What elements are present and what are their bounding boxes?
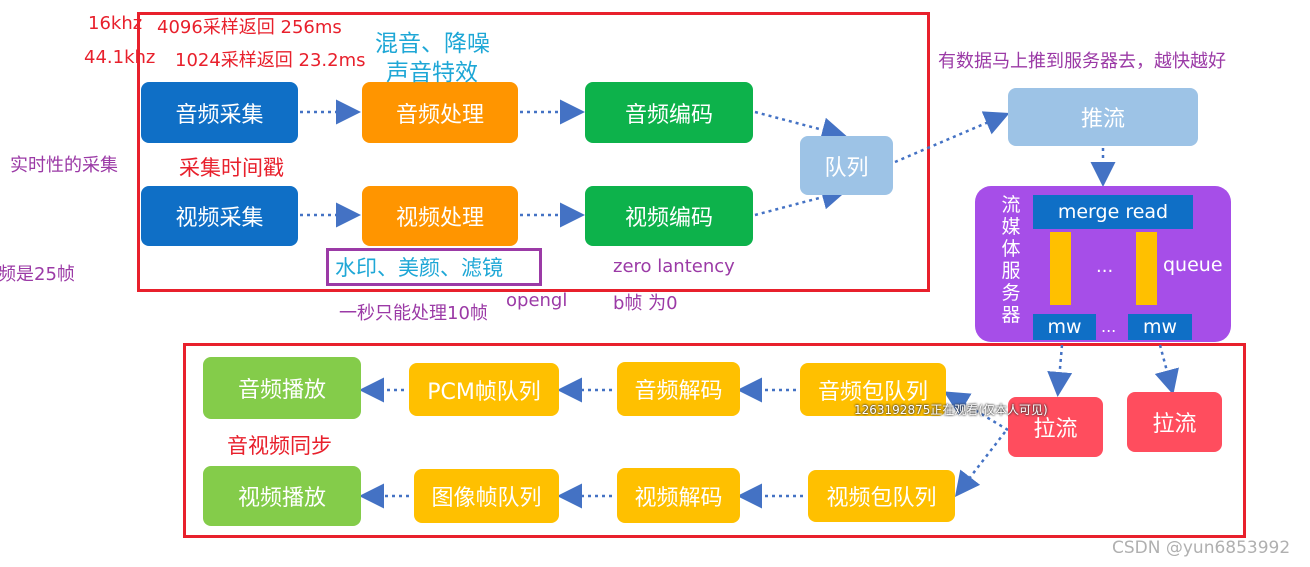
queue-bar-right <box>1136 232 1157 305</box>
audio-play-box: 音频播放 <box>203 357 361 419</box>
annotation-zero-latency: zero lantency <box>613 256 735 277</box>
queue-box: 队列 <box>800 136 893 195</box>
annotation-mix-denoise: 混音、降噪 <box>375 31 490 57</box>
server-label-char: 媒 <box>1001 216 1021 238</box>
merge-read-box: merge read <box>1033 195 1193 229</box>
viewer-overlay-notice: 1263192875正在观看(仅本人可见) <box>854 403 1048 417</box>
arrow-pull-to-audio-packet <box>943 391 1009 432</box>
annotation-opengl: opengl <box>506 290 568 311</box>
annotation-10fps: 一秒只能处理10帧 <box>339 303 488 324</box>
annotation-realtime-capture: 实时性的采集 <box>10 155 118 176</box>
video-play-box: 视频播放 <box>203 466 361 526</box>
audio-packet-queue-box: 音频包队列 <box>800 363 946 416</box>
image-queue-box: 图像帧队列 <box>414 469 559 523</box>
arrow-video-encode-to-queue <box>754 185 847 217</box>
video-decode-box: 视频解码 <box>617 468 740 523</box>
pull-stream-right-box: 拉流 <box>1127 392 1222 452</box>
annotation-capture-timestamp: 采集时间戳 <box>179 156 284 180</box>
annotation-av-sync: 音视频同步 <box>227 434 332 458</box>
mw-box-right: mw <box>1128 314 1192 340</box>
annotation-b-frames: b帧 为0 <box>613 293 678 314</box>
annotation-16khz: 16khz <box>88 13 143 34</box>
annotation-16khz-detail: 4096采样返回 256ms <box>157 17 342 38</box>
filter-highlight-frame <box>326 248 542 286</box>
push-stream-box: 推流 <box>1008 88 1198 146</box>
annotation-44khz: 44.1khz <box>84 47 156 68</box>
audio-decode-box: 音频解码 <box>617 362 740 416</box>
arrow-pull-to-video-packet <box>954 431 1006 497</box>
audio-encode-box: 音频编码 <box>585 82 753 143</box>
annotation-44khz-detail: 1024采样返回 23.2ms <box>175 50 366 71</box>
arrow-audio-encode-to-queue <box>754 110 847 142</box>
queue-bar-left <box>1050 232 1071 305</box>
audio-process-box: 音频处理 <box>362 82 518 143</box>
csdn-watermark: CSDN @yun6853992 <box>1112 538 1291 558</box>
arrow-server-to-pull-left <box>1047 344 1073 397</box>
annotation-sound-effects: 声音特效 <box>386 60 478 86</box>
server-label-char: 流 <box>1001 194 1021 216</box>
video-capture-box: 视频采集 <box>141 186 298 246</box>
server-label-char: 务 <box>1001 282 1021 304</box>
pcm-queue-box: PCM帧队列 <box>409 363 559 416</box>
arrow-server-to-pull-right <box>1154 344 1179 395</box>
video-packet-queue-box: 视频包队列 <box>808 470 955 522</box>
server-vertical-label: 流 媒 体 服 务 器 <box>999 194 1023 326</box>
server-label-char: 服 <box>1001 260 1021 282</box>
annotation-video-25fps: 视频是25帧 <box>0 264 75 285</box>
pull-stream-left-box: 拉流 <box>1008 397 1103 457</box>
decode-playback-frame <box>183 343 1246 538</box>
video-process-box: 视频处理 <box>362 186 518 246</box>
audio-capture-box: 音频采集 <box>141 82 298 143</box>
server-label-char: 体 <box>1001 238 1021 260</box>
arrow-queue-to-push <box>894 111 1010 164</box>
mw-box-left: mw <box>1033 314 1096 340</box>
annotation-push-asap: 有数据马上推到服务器去，越快越好 <box>938 51 1226 72</box>
capture-encode-frame <box>137 12 930 292</box>
mw-ellipsis: ... <box>1101 317 1117 336</box>
annotation-filters: 水印、美颜、滤镜 <box>335 256 503 280</box>
video-encode-box: 视频编码 <box>585 186 753 246</box>
streaming-server: 流 媒 体 服 务 器 merge read ... queue mw ... … <box>975 186 1231 342</box>
server-label-char: 器 <box>1001 304 1021 326</box>
queue-bars-ellipsis: ... <box>1096 256 1114 277</box>
server-queue-label: queue <box>1163 254 1223 276</box>
